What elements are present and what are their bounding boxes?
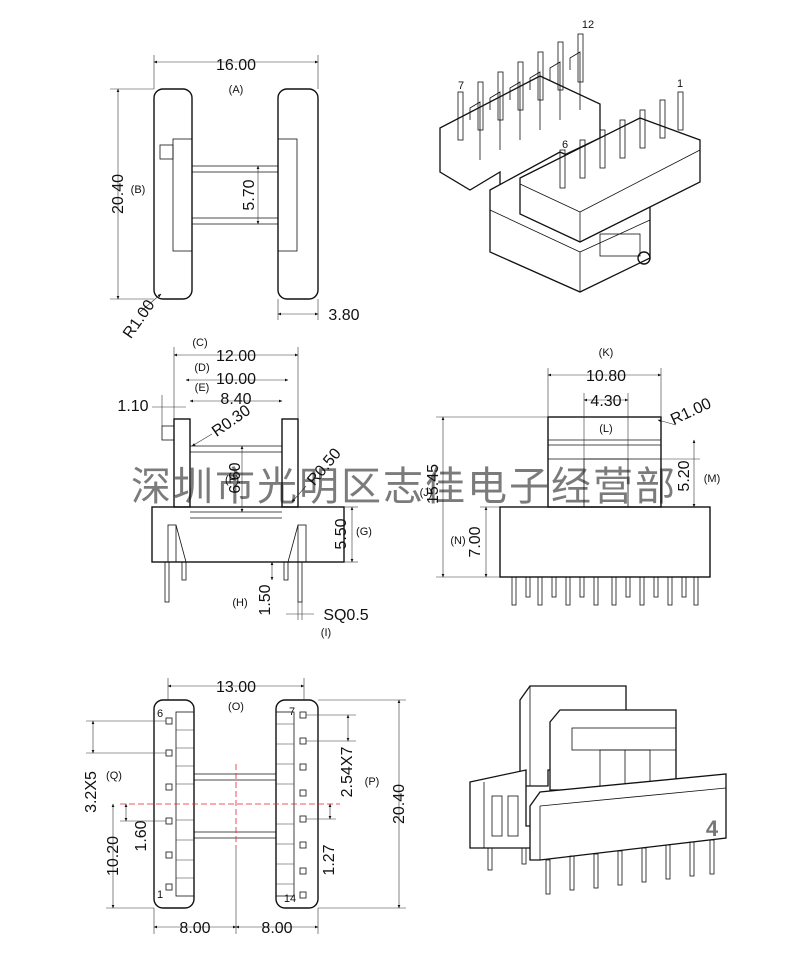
side-e-label: 8.40 (220, 391, 251, 408)
bottom-offset-160-label: 1.60 (133, 820, 150, 851)
bottom-height-label: 20.40 (391, 784, 408, 824)
front-l-top-label: 4.30 (590, 393, 621, 410)
bottom-p-ref: (P) (365, 776, 380, 788)
side-f-label: 6.60 (227, 462, 244, 493)
front-radius-label: R1.00 (668, 395, 714, 428)
side-h-ref: (H) (232, 597, 247, 609)
iso-pin-7: 7 (458, 80, 464, 92)
side-d-label: 10.00 (216, 371, 256, 388)
bottom-q-pitch-label: 3.2X5 (83, 771, 100, 813)
top-height-label: 20.40 (110, 174, 127, 214)
bottom-q-ref: (Q) (106, 770, 122, 782)
bottom-width-label: 13.00 (216, 679, 256, 696)
front-k-ref: (K) (599, 347, 614, 359)
front-k-label: 10.80 (586, 368, 626, 385)
side-f-ref: (F) (225, 474, 239, 486)
side-left-dim-label: 1.10 (117, 398, 148, 415)
side-d-ref: (D) (194, 362, 209, 374)
bottom-offset-127-label: 1.27 (321, 844, 338, 875)
front-n-ref: (N) (450, 535, 465, 547)
front-m-label: 5.20 (676, 460, 693, 491)
bottom-half-left-label: 8.00 (179, 920, 210, 937)
isometric-top: 12 7 6 1 (439, 19, 701, 293)
iso-pin-12: 12 (582, 19, 594, 31)
isometric-bottom: 4 (469, 685, 727, 895)
top-width-ref: (A) (229, 84, 244, 96)
top-view: 16.00 (A) 20.40 (B) 5.70 R1.00 3.80 (110, 55, 360, 342)
bottom-p-pitch-label: 2.54X7 (339, 747, 356, 798)
bottom-pin-6: 6 (157, 708, 163, 720)
front-l-ref: (L) (599, 423, 612, 435)
bottom-o-ref: (O) (228, 701, 244, 713)
side-e-ref: (E) (195, 382, 210, 394)
iso-pin-1: 1 (677, 78, 683, 90)
front-n-label: 7.00 (467, 526, 484, 557)
bottom-pin-14: 14 (284, 893, 296, 905)
watermark: 深圳市光明区志佳电子经营部 (131, 465, 677, 509)
side-g-label: 5.50 (333, 518, 350, 549)
side-width-label: 12.00 (216, 348, 256, 365)
bottom-half-right-label: 8.00 (261, 920, 292, 937)
front-view: 10.80 (K) 4.30 (L) R1.00 15.45 (J) 7.00 … (420, 347, 721, 606)
side-c-ref: (C) (192, 337, 207, 349)
bottom-view: 6 7 1 14 13.00 (O) 3.2X5 (Q) 1.60 10.20 … (83, 678, 408, 937)
front-m-ref: (M) (704, 473, 721, 485)
flange-label: 3.80 (328, 307, 359, 324)
side-i-ref: (I) (321, 627, 331, 639)
side-g-ref: (G) (356, 526, 372, 538)
bottom-pin-1: 1 (157, 889, 163, 901)
top-radius-label: R1.00 (120, 297, 158, 342)
core-width-label: 5.70 (241, 179, 258, 210)
iso-pin-6: 6 (562, 139, 568, 151)
side-h-label: 1.50 (257, 584, 274, 615)
top-width-label: 16.00 (216, 57, 256, 74)
bottom-left-height-label: 10.20 (105, 836, 122, 876)
bottom-pin-7: 7 (289, 706, 295, 718)
top-height-ref: (B) (131, 184, 146, 196)
front-j-label: 15.45 (425, 464, 442, 504)
front-j-ref: (J) (420, 487, 433, 499)
figure-number: 4 (706, 816, 719, 841)
side-sq-label: SQ0.5 (323, 607, 368, 624)
